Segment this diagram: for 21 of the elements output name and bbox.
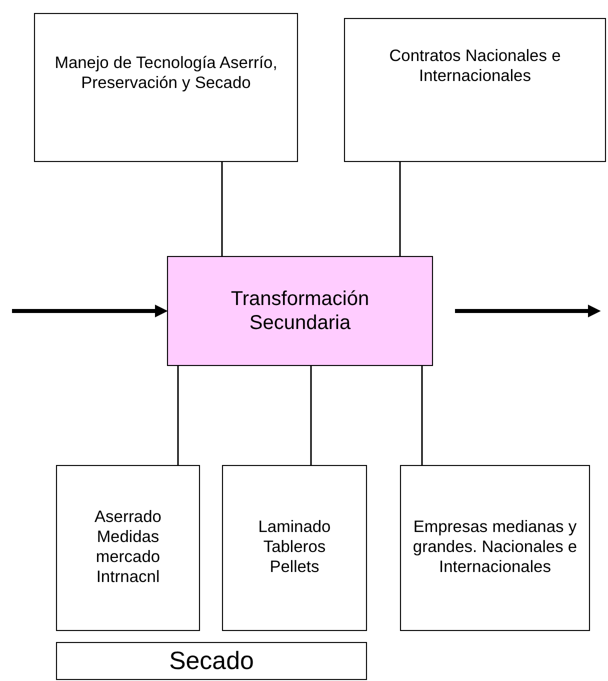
box-label: Manejo de Tecnología Aserrío, Preservación y Secado	[54, 54, 278, 94]
process-box	[167, 256, 433, 366]
text-box	[222, 465, 367, 631]
connector-line	[310, 366, 312, 465]
text-box	[34, 13, 298, 162]
box-label: Laminado Tableros Pellets	[257, 518, 332, 578]
box-label: Contratos Nacionales e Internacionales	[388, 47, 562, 87]
connector-line	[177, 366, 179, 465]
box-label: Aserrado Medidas mercado Intrnacnl	[94, 508, 162, 588]
arrow	[455, 304, 601, 318]
box-label: Transformación Secundaria	[230, 287, 370, 335]
box-label: Empresas medianas y grandes. Nacionales e Internacionales	[412, 518, 578, 578]
connector-line	[399, 162, 401, 256]
arrow	[12, 304, 168, 318]
connector-line	[221, 162, 223, 256]
text-box	[344, 18, 606, 162]
text-box	[400, 465, 590, 631]
text-box	[56, 642, 367, 680]
text-box	[56, 465, 200, 631]
connector-line	[421, 366, 423, 465]
box-label: Secado	[169, 646, 254, 676]
